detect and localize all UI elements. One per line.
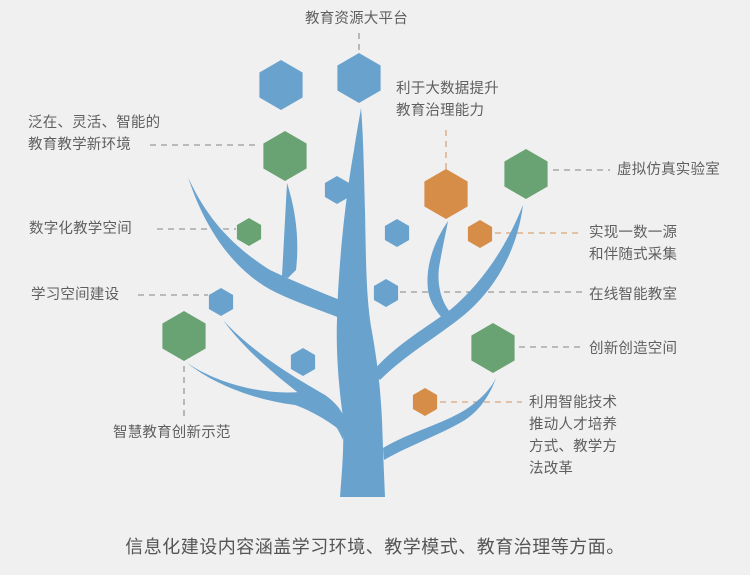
hexagon-top-center-blue: [337, 53, 381, 103]
hexagon-one-source-orange: [467, 220, 493, 248]
label-ubiquitous-line2: 教育教学新环境: [28, 137, 131, 153]
label-ubiquitous: 泛在、灵活、智能的 教育教学新环境: [28, 112, 160, 156]
hexagons: [162, 53, 548, 416]
hexagon-small-blue-1: [324, 176, 350, 204]
label-tech-line1: 利用智能技术: [529, 395, 618, 411]
label-smart-demo: 智慧教育创新示范: [113, 425, 231, 441]
hexagon-learning-space-blue: [208, 288, 234, 316]
label-one-source-line2: 和伴随式采集: [589, 247, 678, 263]
hexagon-top-left-blue: [259, 60, 303, 110]
hexagon-tech-orange: [412, 388, 438, 416]
hexagon-governance-orange: [424, 169, 468, 219]
connector-lines: [138, 33, 610, 418]
label-big-data: 利于大数据提升 教育治理能力: [396, 78, 499, 122]
hexagon-smart-demo-green: [162, 311, 206, 361]
label-resource-platform: 教育资源大平台: [305, 11, 408, 27]
label-learning-space: 学习空间建设: [31, 287, 120, 303]
label-big-data-line1: 利于大数据提升: [396, 81, 499, 97]
label-ubiquitous-line1: 泛在、灵活、智能的: [28, 115, 161, 131]
label-digital-space: 数字化教学空间: [29, 221, 132, 237]
label-innovation-space: 创新创造空间: [589, 341, 678, 357]
label-one-source: 实现一数一源 和伴随式采集: [589, 222, 677, 266]
label-tech-line2: 推动人才培养: [529, 417, 618, 433]
hexagon-digital-space-green: [236, 218, 262, 246]
hexagon-ubiquitous-green: [263, 131, 307, 181]
label-one-source-line1: 实现一数一源: [589, 225, 678, 241]
caption: 信息化建设内容涵盖学习环境、教学模式、教育治理等方面。: [125, 537, 625, 558]
hexagon-small-blue-3: [290, 348, 316, 376]
label-tech-line3: 方式、教学方: [529, 439, 618, 455]
label-tech: 利用智能技术 推动人才培养 方式、教学方 法改革: [529, 392, 617, 480]
hexagon-online-classroom-blue: [373, 279, 399, 307]
tree-icon: [187, 108, 523, 497]
label-big-data-line2: 教育治理能力: [396, 103, 485, 119]
label-tech-line4: 法改革: [529, 461, 574, 477]
label-online-classroom: 在线智能教室: [589, 287, 678, 303]
hexagon-small-blue-2: [384, 219, 410, 247]
hexagon-innovation-green: [471, 323, 515, 373]
hexagon-virtual-lab-green: [504, 149, 548, 199]
label-virtual-lab: 虚拟仿真实验室: [617, 162, 720, 178]
